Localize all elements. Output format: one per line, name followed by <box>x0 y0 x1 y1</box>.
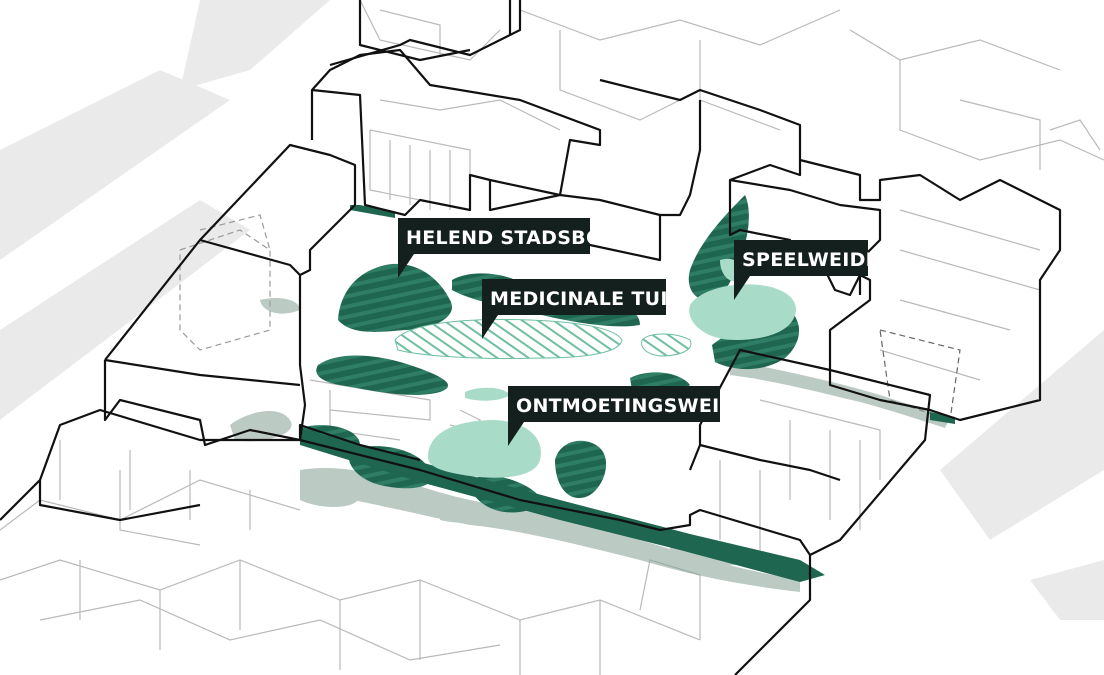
label-medicinale-pointer <box>482 315 498 339</box>
street-east <box>940 330 1104 540</box>
far-north-block <box>358 0 471 62</box>
southeast-block <box>688 348 932 556</box>
shadow-south-row <box>300 467 800 592</box>
label-speelweide-pointer <box>734 276 750 300</box>
west-building-block <box>103 143 357 447</box>
street-east-lower <box>1030 560 1104 620</box>
label-ontmoeting-box <box>508 386 720 422</box>
label-stadsbos-text: HELEND STADSBOS <box>406 227 616 249</box>
label-ontmoeting: ONTMOETINGSWEIDE <box>508 386 749 446</box>
shadow-west-1 <box>230 410 292 442</box>
forest-strip-south-edge <box>300 428 825 582</box>
shadow-south-blob <box>300 471 360 507</box>
west-roofline <box>199 238 301 276</box>
label-stadsbos-box <box>398 218 590 254</box>
ontmoetingsweide-meadow <box>427 420 541 478</box>
forest-strip-north-edge <box>350 205 395 218</box>
label-medicinale: MEDICINALE TUIN <box>482 279 684 339</box>
label-speelweide-text: SPEELWEIDE <box>742 249 879 271</box>
street-west <box>0 70 230 260</box>
west-inner-line <box>104 358 301 387</box>
shadow-west-2 <box>260 298 300 314</box>
medicinale-tuin-bed-small <box>641 333 692 357</box>
north-court-edge <box>660 100 702 217</box>
shadow-east-row <box>730 360 950 428</box>
street-north <box>180 0 330 90</box>
north-strip <box>329 0 522 67</box>
label-medicinale-text: MEDICINALE TUIN <box>490 288 684 310</box>
forest-patch-northeast <box>688 195 749 300</box>
south-court-edge <box>298 423 421 462</box>
label-stadsbos: HELEND STADSBOS <box>398 218 616 278</box>
southwest-block <box>0 408 812 675</box>
medicinale-tuin-bed-main <box>394 319 623 360</box>
label-speelweide-box <box>734 240 868 276</box>
streets <box>0 0 1104 620</box>
south-roofline <box>38 480 201 522</box>
block-outlines <box>0 0 1062 675</box>
forest-patch-west <box>316 355 449 395</box>
forest-patch-northwest <box>338 263 452 332</box>
speelweide-meadow <box>689 284 796 340</box>
label-stadsbos-pointer <box>398 254 414 278</box>
label-speelweide: SPEELWEIDE <box>734 240 879 300</box>
label-ontmoeting-text: ONTMOETINGSWEIDE <box>516 395 749 417</box>
forest-patch-southeast <box>555 440 607 499</box>
label-ontmoeting-pointer <box>508 422 524 446</box>
ontmoetingsweide-meadow-north <box>465 387 510 401</box>
southeast-inner <box>699 443 841 482</box>
forest-strip-east-edge <box>930 412 955 424</box>
label-medicinale-box <box>482 279 666 315</box>
